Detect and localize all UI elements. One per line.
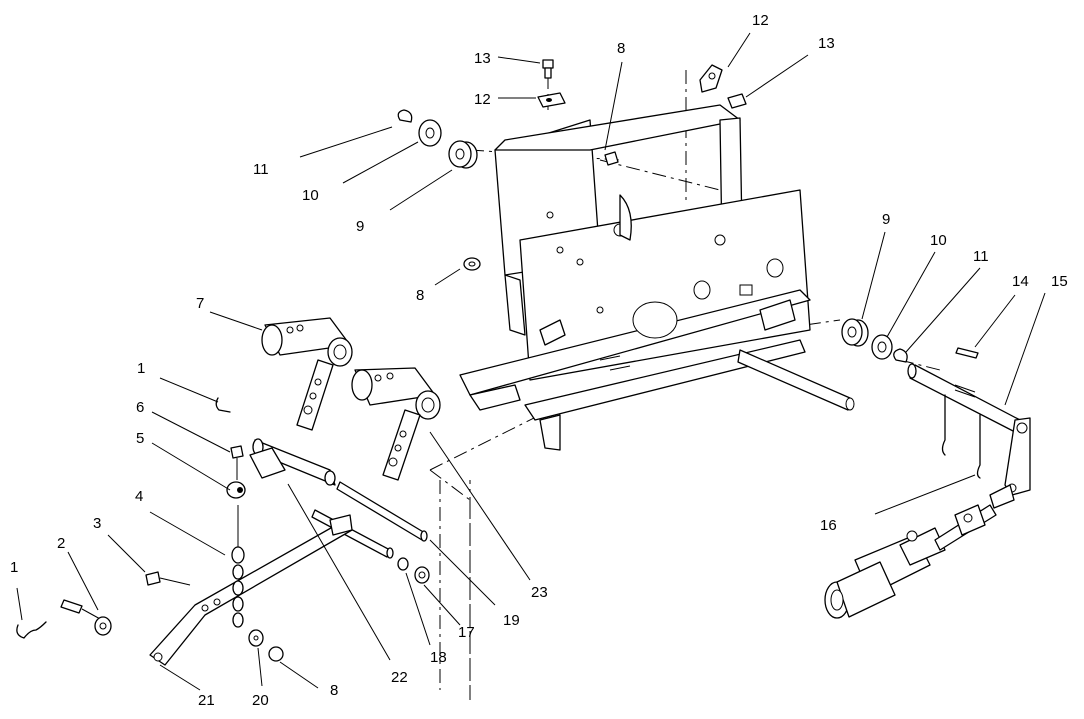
callout-10-upper: 10	[302, 187, 319, 204]
hydraulic-cylinder	[824, 484, 1015, 619]
callout-1-upper: 1	[137, 360, 145, 377]
callout-16: 16	[820, 517, 837, 534]
shoulder-bolt	[145, 571, 191, 586]
callout-15: 15	[1051, 273, 1068, 290]
callout-12-right: 12	[752, 12, 769, 29]
callout-9-right: 9	[882, 211, 890, 228]
pivot-shaft	[907, 363, 1031, 496]
right-bushing	[841, 318, 869, 347]
callout-20: 20	[252, 692, 269, 709]
callout-23: 23	[531, 584, 548, 601]
top-clip	[537, 92, 566, 108]
callout-7: 7	[196, 295, 204, 312]
right-cap-screw	[727, 93, 747, 109]
right-lever-arm	[351, 367, 441, 481]
upper-bushing	[448, 140, 478, 169]
nut-mid	[463, 257, 481, 271]
swivel-connector	[226, 481, 246, 499]
callout-10-right: 10	[930, 232, 947, 249]
lower-lever	[149, 514, 353, 666]
callout-13-top: 13	[474, 50, 491, 67]
callout-5: 5	[136, 430, 144, 447]
lock-nut	[268, 646, 284, 662]
leader-lines	[16, 32, 1046, 691]
clevis-pin	[60, 599, 103, 621]
right-washer	[871, 334, 893, 360]
callout-2: 2	[57, 535, 65, 552]
right-clip	[699, 64, 723, 93]
callout-22: 22	[391, 669, 408, 686]
small-washer	[397, 557, 409, 571]
callout-labels: 1 1 2 3 4 5 6 7 8 8 8 9 9 10 10 11 11 12…	[10, 12, 1068, 709]
nut-upper	[604, 151, 619, 166]
upper-washer	[418, 119, 442, 147]
callout-18: 18	[430, 649, 447, 666]
callout-9-upper: 9	[356, 218, 364, 235]
top-cap-screw	[542, 59, 554, 79]
pivot-bar	[249, 438, 336, 486]
roll-pin	[955, 347, 979, 359]
callout-3: 3	[93, 515, 101, 532]
flat-washer	[248, 629, 264, 647]
callout-13-right: 13	[818, 35, 835, 52]
callout-4: 4	[135, 488, 143, 505]
callout-1-lower: 1	[10, 559, 18, 576]
long-rod	[336, 481, 428, 542]
callout-11-upper: 11	[253, 161, 269, 178]
upper-hairpin	[215, 397, 231, 413]
callout-11-right: 11	[973, 248, 989, 265]
callout-6: 6	[136, 399, 144, 416]
left-lever-arm	[261, 317, 353, 431]
hairpin-cotters	[941, 394, 981, 479]
callout-8-top: 8	[617, 40, 625, 57]
hex-nut	[230, 445, 244, 480]
callout-14: 14	[1012, 273, 1029, 290]
upper-e-clip	[397, 109, 413, 123]
callout-8-lower: 8	[330, 682, 338, 699]
lower-washer	[94, 616, 112, 636]
chain	[231, 505, 245, 628]
callout-12-top: 12	[474, 91, 491, 108]
callout-17: 17	[458, 624, 475, 641]
right-e-clip	[893, 348, 908, 363]
cross-shaft	[737, 349, 855, 411]
upper-mounting-bracket	[459, 104, 811, 451]
spacer-bushing	[414, 566, 430, 584]
callout-19: 19	[503, 612, 520, 629]
callout-21: 21	[198, 692, 215, 709]
callout-8-mid: 8	[416, 287, 424, 304]
lower-hairpin	[16, 621, 47, 639]
